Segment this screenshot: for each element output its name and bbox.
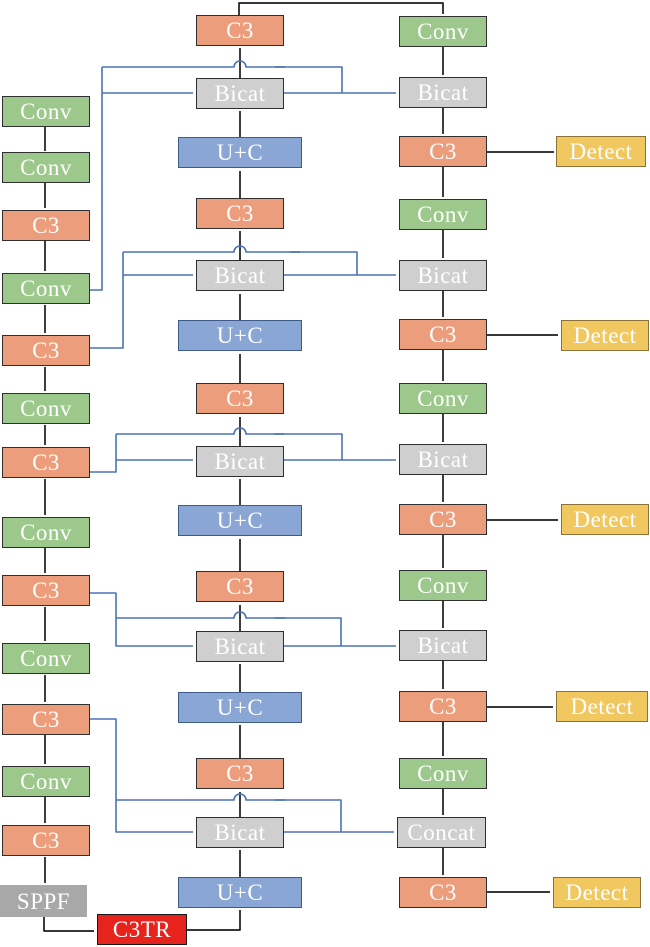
detect-arrows <box>487 151 558 893</box>
skip-line <box>116 611 342 646</box>
skip-connections-stage-5 <box>90 718 394 833</box>
backbone-6-conv: Conv <box>2 393 90 424</box>
sppf-to-c3tr-arrow <box>43 917 94 932</box>
skip-arrow <box>90 592 193 647</box>
backbone-10-conv: Conv <box>2 643 90 674</box>
neck-3-uc: U+C <box>178 137 302 168</box>
backbone-11-c3: C3 <box>2 704 90 735</box>
head-10-conv: Conv <box>399 570 487 601</box>
detect-1: Detect <box>556 136 646 167</box>
head-5-bicat: Bicat <box>399 260 487 291</box>
neck-13-c3: C3 <box>196 758 284 789</box>
backbone-3-c3: C3 <box>2 210 90 241</box>
head-4-conv: Conv <box>399 199 487 230</box>
backbone-9-c3: C3 <box>2 575 90 606</box>
head-15-c3: C3 <box>399 877 487 908</box>
neck-to-head-top-arrow <box>238 2 444 15</box>
backbone-13-c3: C3 <box>2 825 90 856</box>
head-13-conv: Conv <box>399 758 487 789</box>
backbone-8-conv: Conv <box>2 517 90 548</box>
detect-2: Detect <box>561 320 649 351</box>
neck-12-uc: U+C <box>178 692 302 723</box>
head-1-conv: Conv <box>399 16 487 47</box>
skip-connections-stage-4 <box>90 592 396 647</box>
detect-5: Detect <box>553 877 641 908</box>
backbone-7-c3: C3 <box>2 447 90 478</box>
c3tr-to-neck-arrow <box>187 910 241 931</box>
neck-1-c3: C3 <box>196 15 284 46</box>
detect-3: Detect <box>561 504 649 535</box>
backbone-2-conv: Conv <box>2 152 90 183</box>
backbone-12-conv: Conv <box>2 766 90 797</box>
skip-line <box>116 427 343 460</box>
neck-8-bicat: Bicat <box>196 446 284 477</box>
backbone-14-sppf: SPPF <box>0 885 87 917</box>
skip-connections-stage-3 <box>90 427 396 473</box>
skip-line <box>90 67 103 291</box>
head-6-c3: C3 <box>399 319 487 350</box>
skip-line <box>116 793 342 832</box>
head-11-bicat: Bicat <box>399 630 487 661</box>
backbone-4-conv: Conv <box>2 273 90 304</box>
neck-5-bicat: Bicat <box>196 260 284 291</box>
head-2-bicat: Bicat <box>399 77 487 108</box>
neck-11-bicat: Bicat <box>196 631 284 662</box>
neck-4-c3: C3 <box>196 198 284 229</box>
neck-flow-arrows <box>238 2 444 877</box>
skip-connections-stage-2 <box>90 245 396 349</box>
neck-9-uc: U+C <box>178 505 302 536</box>
head-9-c3: C3 <box>399 504 487 535</box>
skip-line <box>102 60 343 93</box>
neck-14-bicat: Bicat <box>196 817 284 848</box>
skip-line <box>90 252 124 349</box>
skip-connections-stage-1 <box>90 60 396 291</box>
head-3-c3: C3 <box>399 136 487 167</box>
backbone-15-c3tr: C3TR <box>97 914 187 945</box>
head-8-bicat: Bicat <box>399 444 487 475</box>
detect-4: Detect <box>556 691 648 722</box>
skip-line <box>90 434 117 473</box>
neck-7-c3: C3 <box>196 383 284 414</box>
skip-line <box>123 245 358 275</box>
backbone-flow-arrows <box>43 127 241 932</box>
neck-6-uc: U+C <box>178 320 302 351</box>
neck-15-uc: U+C <box>178 877 302 908</box>
backbone-5-c3: C3 <box>2 335 90 366</box>
neck-2-bicat: Bicat <box>196 78 284 109</box>
skip-arrow <box>90 718 193 833</box>
neck-10-c3: C3 <box>196 571 284 602</box>
head-7-conv: Conv <box>399 383 487 414</box>
head-12-c3: C3 <box>399 691 487 722</box>
head-14-concat: Concat <box>397 817 486 848</box>
backbone-1-conv: Conv <box>2 96 90 127</box>
